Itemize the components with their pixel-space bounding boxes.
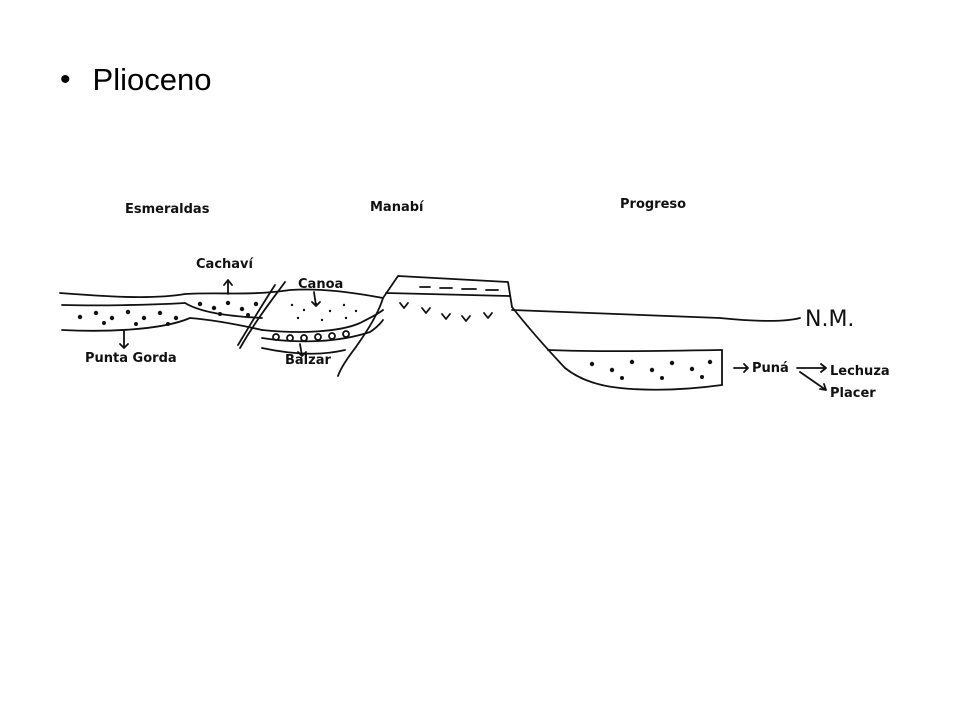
arrow-balzar-icon [297,343,307,357]
label-cachavi: Cachaví [196,257,255,272]
arrow-punta-gorda-icon [119,329,129,349]
title-row: • Plioceno [60,62,211,98]
progreso-basin [511,309,801,386]
region-label-manabi: Manabí [370,200,425,215]
canoa-fine-dots [290,302,358,322]
label-sea-level: N.M. [805,307,854,332]
arrow-canoa-icon [311,291,321,307]
bullet-icon: • [60,63,71,96]
esmeraldas-strata [59,281,384,377]
balzar-circles [272,330,350,342]
puna-dots [589,359,713,380]
label-puna: Puná [752,361,789,376]
arrow-cachavi-icon [223,279,233,295]
arrow-puna-icon [733,363,749,373]
punta-gorda-dots [77,309,179,326]
label-canoa: Canoa [298,277,343,292]
region-label-esmeraldas: Esmeraldas [125,202,210,217]
label-balzar: Balzar [285,353,331,368]
manabi-uplift [382,275,723,391]
cachavi-dots [197,300,259,317]
label-punta-gorda: Punta Gorda [85,351,177,366]
label-lechuza: Lechuza [830,364,890,379]
label-placer: Placer [830,386,876,401]
region-label-progreso: Progreso [620,197,686,212]
arrow-placer-icon [799,371,827,391]
slide-title: Plioceno [92,62,212,97]
arrow-lechuza-icon [796,363,827,373]
